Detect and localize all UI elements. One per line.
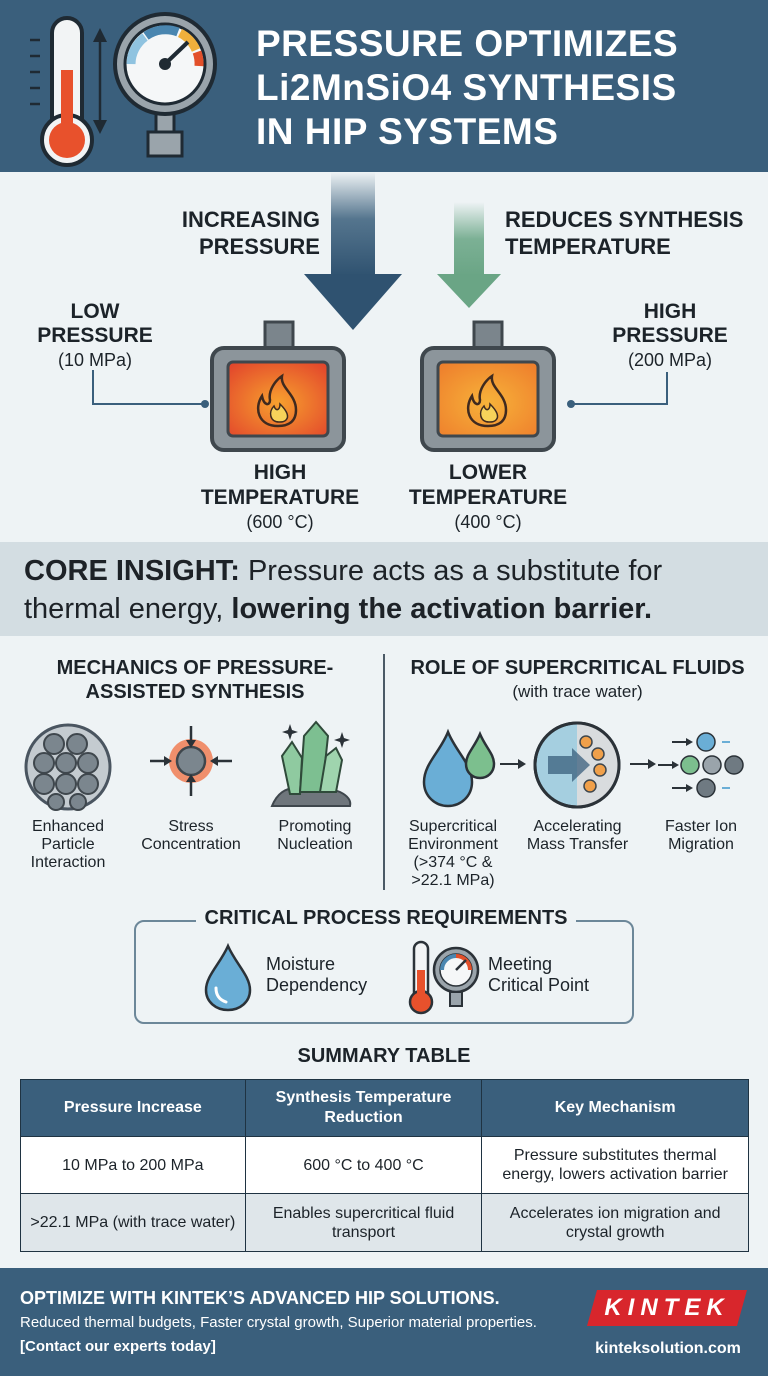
table-cell: Accelerates ion migration and crystal gr… [481, 1193, 749, 1252]
section-divider [383, 654, 385, 890]
ion-migration-icon [658, 732, 744, 798]
mechanics-item-stress: Stress Concentration [141, 818, 241, 853]
water-drops-icon [422, 728, 496, 808]
high-pressure-label: HIGH PRESSURE (200 MPa) [612, 300, 728, 370]
table-header: Key Mechanism [481, 1079, 749, 1137]
header-banner: PRESSURE OPTIMIZES Li2MnSiO4 SYNTHESIS I… [0, 0, 768, 172]
pressure-gauge-icon [113, 12, 217, 158]
footer-title: OPTIMIZE WITH KINTEK’S ADVANCED HIP SOLU… [20, 1288, 500, 1308]
footer-subtitle: Reduced thermal budgets, Faster crystal … [20, 1314, 537, 1331]
table-cell: 10 MPa to 200 MPa [20, 1136, 246, 1194]
title-line-2: Li2MnSiO4 SYNTHESIS [256, 67, 677, 108]
particles-icon [24, 723, 112, 811]
mechanics-item-nucleation: Promoting Nucleation [277, 818, 353, 853]
reduces-temperature-label: REDUCES SYNTHESIS TEMPERATURE [505, 207, 744, 259]
mechanics-item-particle-interaction: Enhanced Particle Interaction [30, 818, 106, 871]
supercritical-item-environment: Supercritical Environment (>374 °C & >22… [408, 818, 498, 889]
footer-banner: OPTIMIZE WITH KINTEK’S ADVANCED HIP SOLU… [0, 1268, 768, 1376]
title-line-3: IN HIP SYSTEMS [256, 111, 559, 152]
thermometer-icon [30, 16, 94, 167]
core-insight-body: Pressure acts as a substitute for therma… [24, 555, 663, 625]
thermometer-gauge-icon [408, 940, 480, 1015]
page-title: PRESSURE OPTIMIZES Li2MnSiO4 SYNTHESIS I… [256, 22, 756, 154]
diagram-graphics [92, 172, 668, 452]
supercritical-item-mass-transfer: Accelerating Mass Transfer [526, 818, 629, 853]
requirements-title: CRITICAL PROCESS REQUIREMENTS [196, 907, 576, 930]
mechanisms-section: MECHANICS OF PRESSURE- ASSISTED SYNTHESI… [0, 636, 768, 898]
mass-transfer-icon [533, 721, 621, 809]
requirements-icons [204, 940, 480, 1015]
supercritical-title: ROLE OF SUPERCRITICAL FLUIDS [410, 657, 745, 679]
table-row: >22.1 MPa (with trace water) Enables sup… [20, 1193, 749, 1252]
table-cell: 600 °C to 400 °C [244, 1136, 483, 1194]
header-icons [30, 12, 217, 167]
high-temperature-label: HIGH TEMPERATURE (600 °C) [200, 461, 360, 532]
furnace-lower-temperature-icon [420, 320, 556, 452]
furnace-high-temperature-icon [210, 320, 346, 452]
table-row: 10 MPa to 200 MPa 600 °C to 400 °C Press… [20, 1136, 749, 1194]
low-pressure-label: LOW PRESSURE (10 MPa) [37, 300, 153, 370]
table-cell: >22.1 MPa (with trace water) [20, 1193, 246, 1252]
logo-background [587, 1290, 747, 1326]
kintek-logo[interactable]: KINTEK [587, 1290, 747, 1326]
table-header-row: Pressure Increase Synthesis Temperature … [20, 1079, 749, 1137]
core-insight-banner: CORE INSIGHT: Pressure acts as a substit… [0, 542, 768, 636]
crystal-icon [270, 720, 352, 807]
mechanism-icons [24, 720, 744, 811]
water-drop-icon [204, 942, 252, 1012]
lower-temperature-label: LOWER TEMPERATURE (400 °C) [408, 461, 568, 532]
pressure-temperature-diagram: INCREASING PRESSURE REDUCES SYNTHESIS TE… [0, 172, 768, 542]
requirements-box: Moisture Dependency Meeting Critical Poi… [134, 920, 634, 1024]
title-line-1: PRESSURE OPTIMIZES [256, 23, 679, 64]
requirement-critical-point: Meeting Critical Point [488, 954, 590, 995]
requirement-moisture: Moisture Dependency [266, 954, 368, 995]
reducing-temperature-arrow [437, 202, 501, 308]
core-insight-text: CORE INSIGHT: Pressure acts as a substit… [24, 552, 754, 628]
contact-link[interactable]: [Contact our experts today] [20, 1338, 216, 1355]
table-cell: Enables supercritical fluid transport [244, 1193, 483, 1252]
summary-table-title: SUMMARY TABLE [297, 1045, 471, 1067]
website-link[interactable]: kinteksolution.com [595, 1340, 741, 1357]
table-header: Pressure Increase [20, 1079, 246, 1137]
summary-table: Pressure Increase Synthesis Temperature … [20, 1079, 749, 1252]
stress-icon [150, 726, 232, 796]
increasing-pressure-label: INCREASING PRESSURE [181, 207, 320, 259]
core-insight-emphasis: lowering the activation barrier. [231, 593, 653, 625]
supercritical-subtitle: (with trace water) [512, 682, 643, 701]
table-cell: Pressure substitutes thermal energy, low… [481, 1136, 749, 1194]
core-insight-label: CORE INSIGHT: [24, 555, 240, 587]
vertical-arrow-icon [93, 28, 107, 134]
logo-text: KINTEK [604, 1294, 730, 1321]
table-header: Synthesis Temperature Reduction [244, 1079, 483, 1137]
supercritical-item-ion-migration: Faster Ion Migration [664, 818, 738, 853]
increasing-pressure-arrow [304, 172, 402, 330]
mechanics-title: MECHANICS OF PRESSURE- ASSISTED SYNTHESI… [56, 657, 334, 703]
